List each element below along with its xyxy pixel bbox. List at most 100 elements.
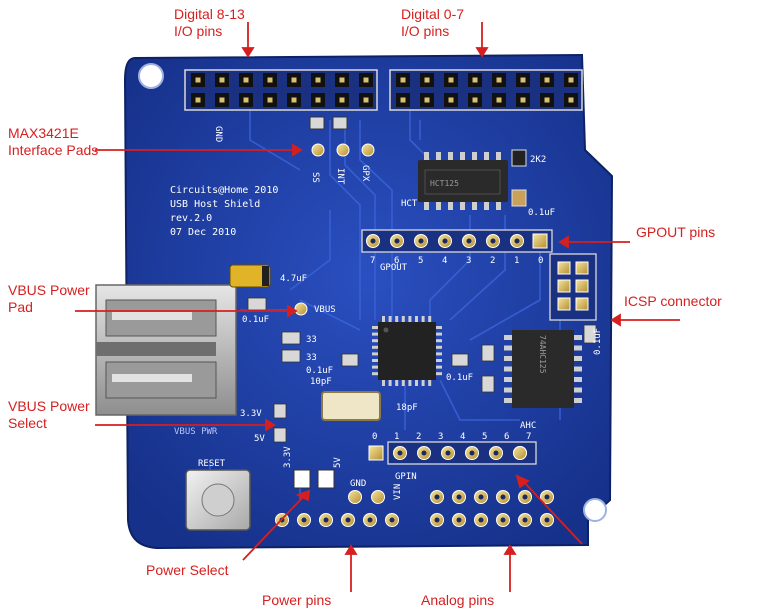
header-pin (424, 97, 430, 103)
gpout-pin (442, 238, 448, 244)
chip-leg (372, 372, 378, 376)
chip-leg (424, 202, 429, 210)
chip-leg (496, 152, 501, 160)
header-pin (315, 97, 321, 103)
gpin-pin (397, 450, 403, 456)
header-pin (339, 97, 345, 103)
gpout-pin (490, 238, 496, 244)
chip-leg (574, 398, 582, 403)
callout-power-select: Power Select (146, 562, 229, 578)
chip-leg (574, 366, 582, 372)
analog-pin (434, 517, 440, 523)
power-pin (367, 517, 373, 523)
silk-33a: 33 (306, 335, 317, 345)
gpout-pin (466, 238, 472, 244)
header-gpout (361, 229, 553, 253)
silk-3v3: 3.3V (240, 409, 262, 419)
header-pin (363, 97, 369, 103)
silk-vbus-pwr: VBUS PWR (174, 427, 218, 437)
analog-pin (456, 517, 462, 523)
chip-ahc125 (504, 330, 582, 408)
silk-gpout-num-0: 7 (370, 256, 375, 266)
silk-gpin-num-3: 3 (438, 432, 443, 442)
chip-leg (448, 202, 453, 210)
gpout-pin (370, 238, 376, 244)
silk-gpin-num-2: 2 (416, 432, 421, 442)
header-pin (267, 97, 273, 103)
silk-ahc: AHC (520, 421, 536, 431)
silk-18pf: 18pF (396, 403, 418, 413)
silk-01uf-mid: 0.1uF (306, 366, 333, 376)
analog-pin (522, 494, 528, 500)
callout-icsp: ICSP connector (624, 293, 722, 309)
chip-leg (436, 365, 442, 369)
chip-leg (408, 316, 412, 322)
header-pin (195, 77, 201, 83)
chip-leg (388, 316, 392, 322)
chip-leg (372, 326, 378, 329)
chip-leg (574, 335, 582, 340)
header-pin (219, 77, 225, 83)
callout-gpout: GPOUT pins (636, 224, 716, 240)
header-pin (243, 97, 249, 103)
chip-leg (504, 398, 512, 403)
silk-vin: VIN (393, 484, 403, 500)
power-pin (323, 517, 329, 523)
power-pins (275, 490, 399, 527)
silk-gnd-top: GND (213, 126, 223, 142)
chip-leg (372, 352, 378, 356)
silk-vbus: VBUS (314, 305, 336, 315)
chip-leg (372, 339, 378, 343)
power-pin (301, 517, 307, 523)
silk-2k2: 2K2 (530, 155, 546, 165)
header-pin (472, 97, 478, 103)
header-pin (544, 97, 550, 103)
silk-board-line2: USB Host Shield (170, 199, 260, 210)
silk-pwrsel-5: 5V (333, 457, 343, 468)
silk-5v: 5V (254, 434, 265, 444)
silk-board-line1: Circuits@Home 2010 (170, 185, 278, 196)
chip-leg (484, 152, 489, 160)
chip-max3421e (372, 316, 442, 386)
chip-leg (574, 356, 582, 361)
mounting-hole (583, 498, 607, 522)
analog-pin (434, 494, 440, 500)
silk-board-line3: rev.2.0 (170, 213, 212, 224)
silk-gpin: GPIN (395, 472, 417, 482)
silk-gpout-num-4: 3 (466, 256, 471, 266)
chip-leg (372, 359, 378, 362)
chip-leg (415, 316, 418, 322)
cap-4-7uf (229, 264, 271, 288)
chip-leg (382, 316, 385, 322)
header-pin (568, 97, 574, 103)
silk-01uf-right: 0.1uF (446, 373, 473, 383)
chip-leg (436, 372, 442, 376)
chip-leg (504, 387, 512, 393)
silk-gpin-num-6: 6 (504, 432, 509, 442)
silk-gpin-num-1: 1 (394, 432, 399, 442)
silk-chip-ahc: 74AHC125 (538, 335, 547, 374)
header-pin (496, 97, 502, 103)
icsp-pin (575, 279, 589, 293)
header-pin (544, 77, 550, 83)
chip-leg (436, 152, 441, 160)
gpin-pin (469, 450, 475, 456)
header-pin (520, 97, 526, 103)
header-digital-0-7 (389, 69, 583, 111)
silk-47uf: 4.7uF (280, 274, 307, 284)
chip-leg (382, 380, 385, 386)
chip-leg (372, 332, 378, 336)
header-pin (424, 77, 430, 83)
silk-gpout-num-5: 2 (490, 256, 495, 266)
chip-leg (421, 380, 425, 386)
silk-ss: SS (310, 172, 320, 183)
callout-power-pins: Power pins (262, 592, 332, 608)
analog-pin (522, 517, 528, 523)
silk-gpin-num-5: 5 (482, 432, 487, 442)
chip-leg (574, 345, 582, 351)
gpin-pin (493, 450, 499, 456)
gpout-pin (514, 238, 520, 244)
